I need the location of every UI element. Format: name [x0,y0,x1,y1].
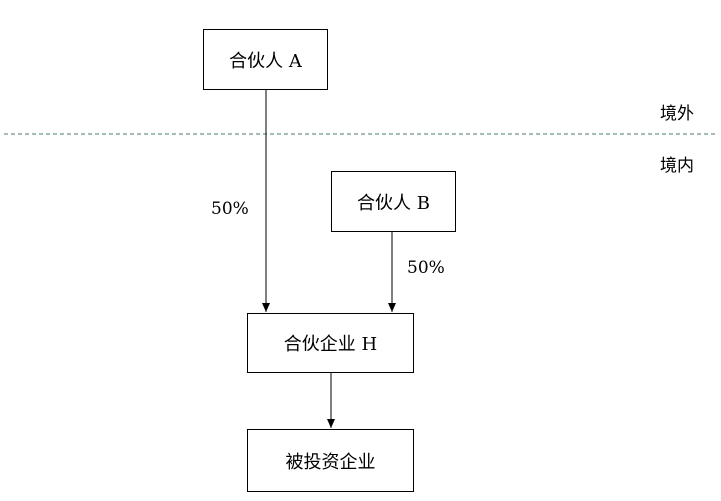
node-investee: 被投资企业 [247,429,414,492]
region-label-inside: 境内 [660,156,694,176]
node-partnership-h-label: 合伙企业 H [283,334,378,355]
node-partner-b-label: 合伙人 B [357,192,430,214]
edge-label-b-to-h: 50% [407,258,445,278]
node-investee-label: 被投资企业 [285,451,376,473]
region-label-outside: 境外 [660,104,694,124]
edge-label-a-to-h: 50% [211,199,249,219]
node-partner-a-label: 合伙人 A [229,50,302,72]
node-partnership-h: 合伙企业 H [247,313,414,373]
node-partner-b: 合伙人 B [331,171,456,232]
node-partner-a: 合伙人 A [203,29,328,90]
